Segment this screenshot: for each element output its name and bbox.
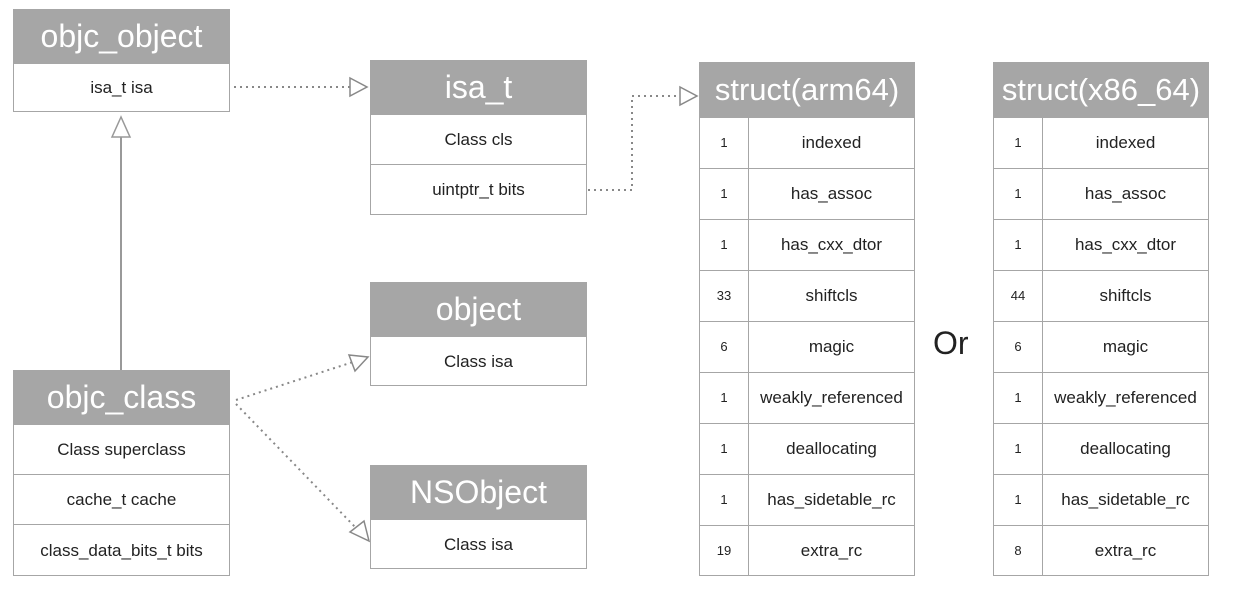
struct-arm64-field: 6 magic [700,321,914,372]
struct-x86-64-field: 1 weakly_referenced [994,372,1208,423]
field-name: extra_rc [800,541,863,560]
struct-x86-64-field: 1 indexed [994,117,1208,168]
struct-x86-64-box: struct(x86_64) 1 indexed 1 has_assoc 1 h… [993,62,1209,576]
struct-arm64-field: 1 has_sidetable_rc [700,474,914,525]
field-name: shiftcls [805,286,858,305]
objc-class-row-cache: cache_t cache [14,474,229,524]
field-bits: 1 [994,373,1043,423]
field-bits: 6 [700,322,749,372]
arrowhead-object [347,354,370,373]
objc-class-box: objc_class Class superclass cache_t cach… [13,370,230,576]
isa-t-row-cls: Class cls [371,114,586,164]
field-name: has_assoc [1084,184,1167,203]
struct-arm64-field: 1 deallocating [700,423,914,474]
object-title: object [371,283,586,336]
arrowhead-struct-arm64 [679,85,699,107]
field-bits: 1 [700,220,749,270]
field-name: deallocating [786,439,877,458]
isa-t-row-bits: uintptr_t bits [371,164,586,214]
struct-arm64-title: struct(arm64) [700,63,914,117]
objc-object-row-isa: isa_t isa [14,63,229,111]
nsobject-row-isa: Class isa [371,519,586,568]
field-bits: 6 [994,322,1043,372]
struct-arm64-field: 19 extra_rc [700,525,914,575]
isa-t-title: isa_t [371,61,586,114]
field-bits: 44 [994,271,1043,321]
field-bits: 1 [700,424,749,474]
struct-arm64-field: 1 indexed [700,117,914,168]
struct-arm64-field: 33 shiftcls [700,270,914,321]
field-name: weakly_referenced [760,388,903,407]
objc-class-row-bits: class_data_bits_t bits [14,524,229,575]
object-box: object Class isa [370,282,587,386]
connector-objc-class-to-object [235,361,354,401]
field-name: has_cxx_dtor [780,235,883,254]
objc-class-title: objc_class [14,371,229,424]
struct-x86-64-field: 6 magic [994,321,1208,372]
field-name: indexed [1095,133,1156,152]
field-name: weakly_referenced [1054,388,1197,407]
field-name: magic [808,337,855,356]
field-bits: 8 [994,526,1043,575]
field-bits: 1 [700,169,749,219]
objc-class-row-superclass: Class superclass [14,424,229,474]
field-name: shiftcls [1099,286,1152,305]
field-bits: 1 [994,118,1043,168]
struct-x86-64-field: 8 extra_rc [994,525,1208,575]
field-name: has_sidetable_rc [767,490,896,509]
field-bits: 1 [700,475,749,525]
nsobject-box: NSObject Class isa [370,465,587,569]
object-row-isa: Class isa [371,336,586,385]
connector-objc-class-to-nsobject [235,403,357,529]
field-name: has_sidetable_rc [1061,490,1190,509]
inheritance-arrowhead [110,115,132,138]
struct-x86-64-field: 44 shiftcls [994,270,1208,321]
struct-arm64-field: 1 has_cxx_dtor [700,219,914,270]
field-bits: 1 [994,424,1043,474]
field-bits: 19 [700,526,749,575]
field-bits: 1 [700,373,749,423]
struct-x86-64-field: 1 has_sidetable_rc [994,474,1208,525]
arrowhead-nsobject [348,519,371,543]
struct-x86-64-field: 1 deallocating [994,423,1208,474]
arrowhead-isa-t [349,76,369,98]
objc-object-box: objc_object isa_t isa [13,9,230,112]
struct-arm64-field: 1 weakly_referenced [700,372,914,423]
connector-bits-to-struct-arm64 [588,95,680,191]
struct-x86-64-field: 1 has_cxx_dtor [994,219,1208,270]
field-name: has_cxx_dtor [1074,235,1177,254]
struct-arm64-field: 1 has_assoc [700,168,914,219]
field-name: deallocating [1080,439,1171,458]
field-bits: 1 [994,475,1043,525]
field-name: indexed [801,133,862,152]
field-bits: 1 [994,169,1043,219]
or-label: Or [933,325,969,361]
nsobject-title: NSObject [371,466,586,519]
objc-object-title: objc_object [14,10,229,63]
field-bits: 33 [700,271,749,321]
struct-x86-64-title: struct(x86_64) [994,63,1208,117]
struct-x86-64-field: 1 has_assoc [994,168,1208,219]
field-name: extra_rc [1094,541,1157,560]
field-bits: 1 [994,220,1043,270]
field-name: magic [1102,337,1149,356]
isa-t-box: isa_t Class cls uintptr_t bits [370,60,587,215]
field-bits: 1 [700,118,749,168]
field-name: has_assoc [790,184,873,203]
struct-arm64-box: struct(arm64) 1 indexed 1 has_assoc 1 ha… [699,62,915,576]
